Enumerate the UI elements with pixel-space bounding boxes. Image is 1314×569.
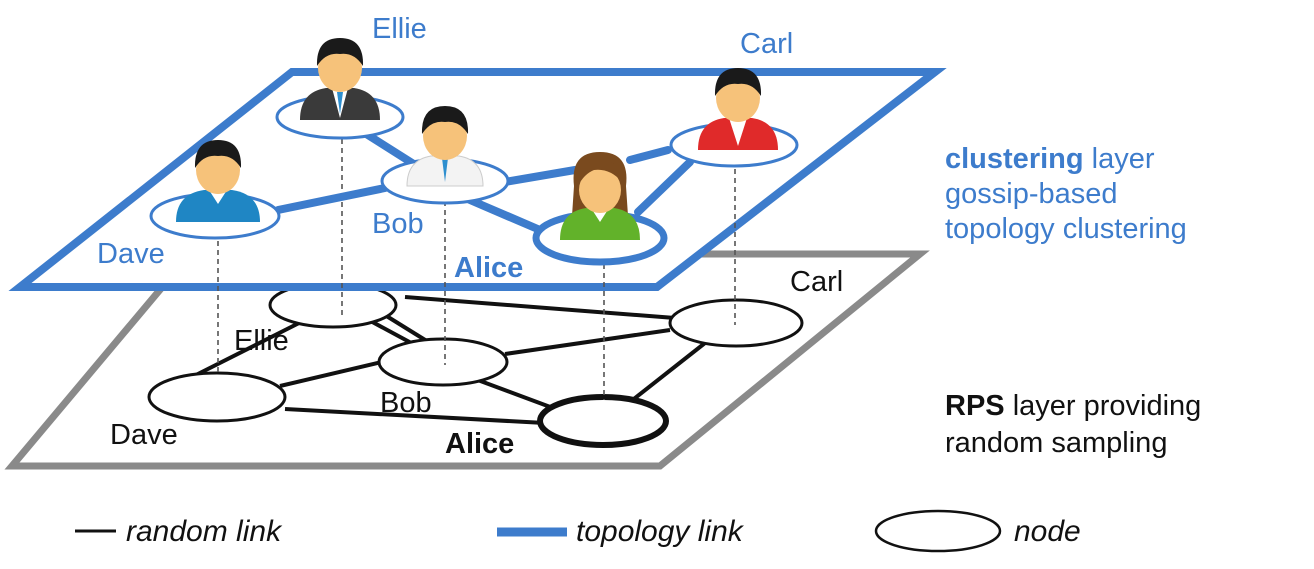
legend-node-swatch (874, 509, 1002, 553)
cluster-label-carl: Carl (740, 28, 793, 60)
user-avatar-bob-icon (406, 106, 484, 187)
rps-layer-description: RPS layer providing random sampling (945, 390, 1201, 459)
user-avatar-carl-icon (698, 68, 778, 150)
user-avatar-ellie-icon (300, 38, 380, 120)
topology-link (501, 166, 579, 186)
rps-node-carl (668, 298, 804, 348)
rps-label-carl: Carl (790, 266, 843, 298)
random-link (279, 360, 383, 388)
user-avatar-alice-icon (560, 152, 640, 240)
cluster-label-dave: Dave (97, 238, 165, 270)
legend-random-link-label: random link (126, 515, 283, 548)
svg-text:clustering layer: clustering layer (945, 143, 1155, 175)
rps-title-rest: layer providing (1005, 390, 1202, 422)
clustering-desc-line3: topology clustering (945, 213, 1187, 245)
clustering-title-rest: layer (1084, 143, 1155, 175)
random-link (474, 377, 554, 410)
random-link (504, 328, 671, 356)
rps-label-ellie: Ellie (234, 325, 289, 357)
random-link (284, 407, 546, 425)
topology-link (466, 196, 544, 234)
clustering-desc-line2: gossip-based (945, 178, 1118, 210)
svg-text:RPS layer providing: RPS layer providing (945, 390, 1201, 422)
rps-node-dave (147, 371, 287, 423)
rps-label-bob: Bob (380, 387, 432, 419)
clustering-layer-description: clustering layer gossip-based topology c… (945, 143, 1187, 245)
topology-link (274, 184, 389, 214)
clustering-layer: Ellie Carl Bob Dave Alice (8, 13, 947, 400)
rps-node-alice (537, 394, 669, 448)
cluster-label-bob: Bob (372, 208, 424, 240)
random-link (404, 295, 676, 320)
random-link (628, 341, 707, 404)
legend: random link topology link node (75, 509, 1081, 553)
clustering-title-bold: clustering (945, 143, 1084, 175)
rps-layer: Ellie Carl Bob Dave Alice (4, 250, 930, 470)
cluster-label-ellie: Ellie (372, 13, 427, 45)
rps-desc-line2: random sampling (945, 427, 1167, 459)
legend-topology-link-label: topology link (576, 515, 745, 548)
topology-link (626, 146, 672, 164)
layer-mapping-lines (217, 130, 736, 400)
rps-random-links (189, 295, 707, 425)
random-link (189, 318, 306, 380)
cluster-label-alice: Alice (454, 252, 523, 284)
user-avatar-dave-icon (176, 140, 260, 222)
rps-label-alice: Alice (445, 428, 514, 460)
topology-link (634, 158, 694, 216)
rps-label-dave: Dave (110, 419, 178, 451)
legend-node-label: node (1014, 515, 1081, 548)
rps-title-bold: RPS (945, 390, 1005, 422)
rps-node-bob (377, 337, 509, 387)
